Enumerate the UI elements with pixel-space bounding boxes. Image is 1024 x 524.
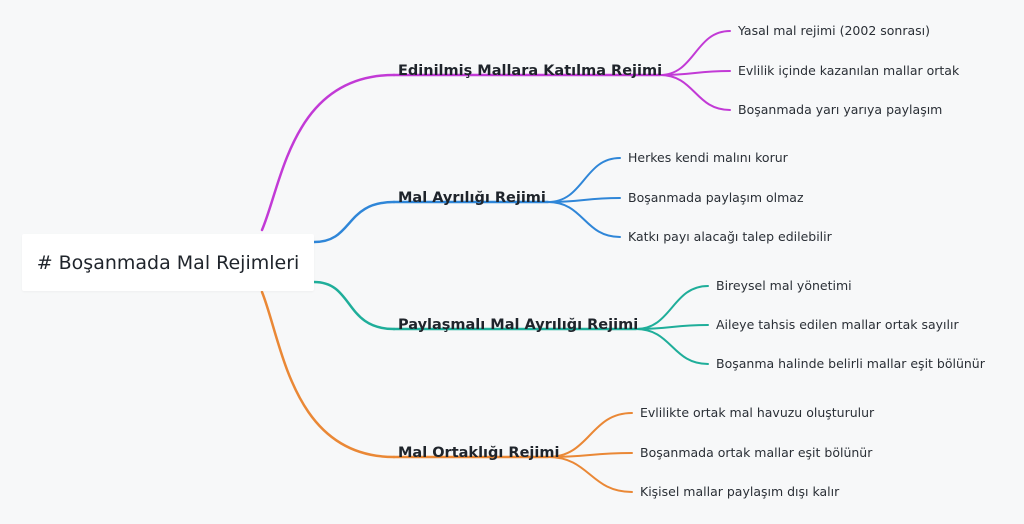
- branch-to-leaf-connector: [547, 412, 633, 458]
- root-to-branch-connector: [260, 73, 396, 232]
- leaf-node[interactable]: Boşanma halinde belirli mallar eşit bölü…: [716, 356, 985, 371]
- leaf-node[interactable]: Katkı payı alacağı talep edilebilir: [628, 229, 832, 244]
- branch-to-leaf-connector: [659, 74, 731, 111]
- leaf-node[interactable]: Evlilik içinde kazanılan mallar ortak: [738, 63, 960, 78]
- root-to-branch-connector: [312, 280, 396, 331]
- root-node-label: # Boşanmada Mal Rejimleri: [36, 251, 300, 274]
- leaf-node[interactable]: Yasal mal rejimi (2002 sonrası): [738, 23, 931, 38]
- branch-to-leaf-connector: [635, 328, 709, 365]
- leaf-node[interactable]: Boşanmada paylaşım olmaz: [628, 190, 804, 205]
- leaf-node[interactable]: Aileye tahsis edilen mallar ortak sayılı…: [716, 317, 959, 332]
- leaf-node[interactable]: Evlilikte ortak mal havuzu oluşturulur: [640, 405, 875, 420]
- branch-to-leaf-connector: [635, 285, 709, 330]
- branch-to-leaf-connector: [547, 201, 621, 238]
- leaf-node[interactable]: Boşanmada yarı yarıya paylaşım: [738, 102, 943, 117]
- branch-node-mal-ayriligi[interactable]: Mal Ayrılığı Rejimi: [398, 190, 546, 206]
- root-to-branch-connector: [260, 290, 396, 459]
- branch-node-paylasmali-mal-ayriligi[interactable]: Paylaşmalı Mal Ayrılığı Rejimi: [398, 317, 639, 333]
- leaf-node[interactable]: Herkes kendi malını korur: [628, 150, 788, 165]
- root-node[interactable]: # Boşanmada Mal Rejimleri: [22, 234, 314, 291]
- leaf-node[interactable]: Boşanmada ortak mallar eşit bölünür: [640, 445, 873, 460]
- branch-to-leaf-connector: [547, 456, 633, 493]
- leaf-node[interactable]: Kişisel mallar paylaşım dışı kalır: [640, 484, 840, 499]
- root-to-branch-connector: [312, 200, 396, 244]
- branch-to-leaf-connector: [659, 30, 731, 76]
- branch-to-leaf-connector: [547, 157, 621, 203]
- branch-to-leaf-connector: [547, 452, 633, 458]
- branch-node-edinilmis-mallara-katilma[interactable]: Edinilmiş Mallara Katılma Rejimi: [398, 63, 663, 79]
- leaf-node[interactable]: Bireysel mal yönetimi: [716, 278, 852, 293]
- branch-node-mal-ortakligi[interactable]: Mal Ortaklığı Rejimi: [398, 445, 560, 461]
